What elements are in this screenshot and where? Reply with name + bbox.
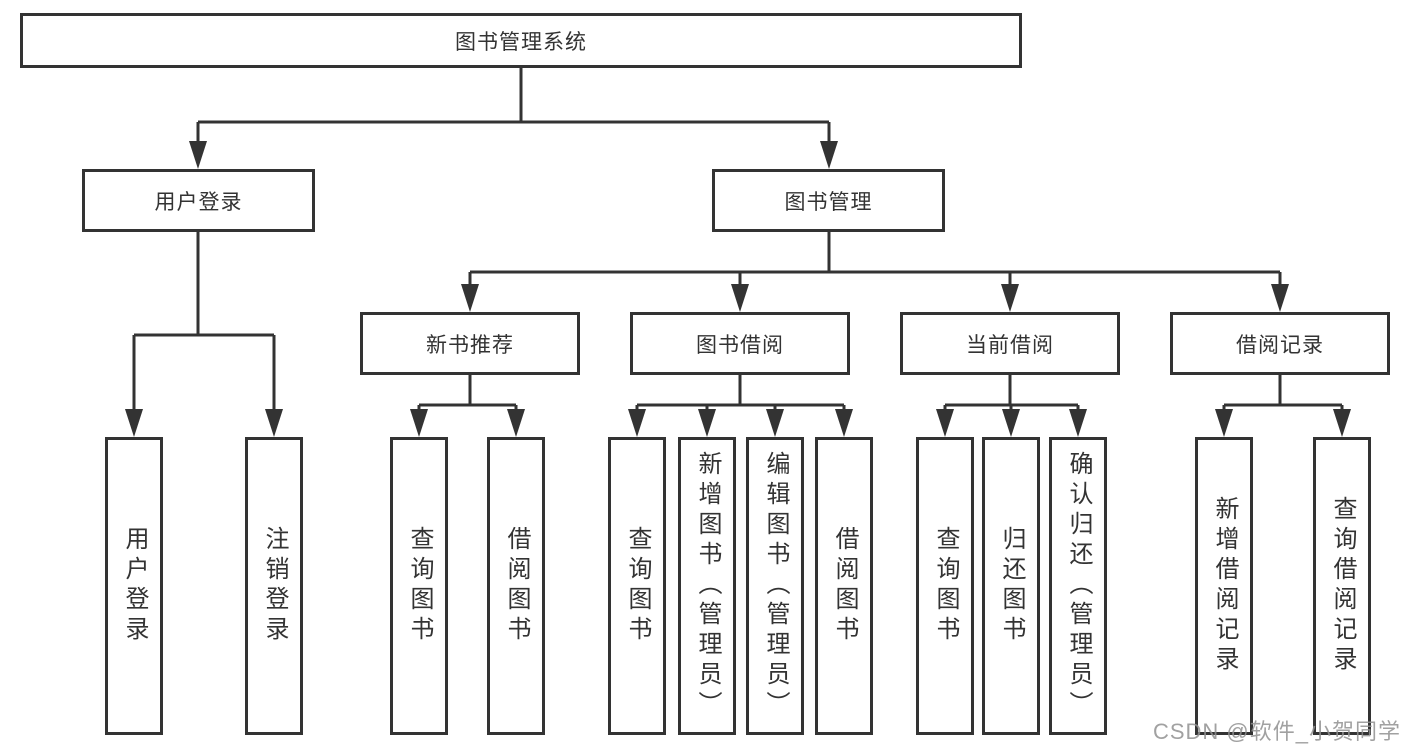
leaf-query-books: 查询图书 [390, 437, 448, 735]
node-book-borrowing: 图书借阅 [630, 312, 850, 375]
node-borrowing-records: 借阅记录 [1170, 312, 1390, 375]
leaf-return-books: 归还图书 [982, 437, 1040, 735]
leaf-borrow-books: 借阅图书 [815, 437, 873, 735]
node-current-borrowing: 当前借阅 [900, 312, 1120, 375]
leaf-user-login: 用户登录 [105, 437, 163, 735]
node-root: 图书管理系统 [20, 13, 1022, 68]
leaf-query-borrow-record: 查询借阅记录 [1313, 437, 1371, 735]
leaf-query-books: 查询图书 [916, 437, 974, 735]
leaf-edit-book-admin: 编辑图书（管理员） [746, 437, 804, 735]
leaf-query-books: 查询图书 [608, 437, 666, 735]
leaf-add-book-admin: 新增图书（管理员） [678, 437, 736, 735]
node-book-management: 图书管理 [712, 169, 945, 232]
node-new-book-recommendation: 新书推荐 [360, 312, 580, 375]
leaf-borrow-books: 借阅图书 [487, 437, 545, 735]
node-user-login: 用户登录 [82, 169, 315, 232]
csdn-watermark: CSDN @软件_小贺同学 [1152, 719, 1401, 744]
leaf-confirm-return-admin: 确认归还（管理员） [1049, 437, 1107, 735]
leaf-logout: 注销登录 [245, 437, 303, 735]
leaf-add-borrow-record: 新增借阅记录 [1195, 437, 1253, 735]
